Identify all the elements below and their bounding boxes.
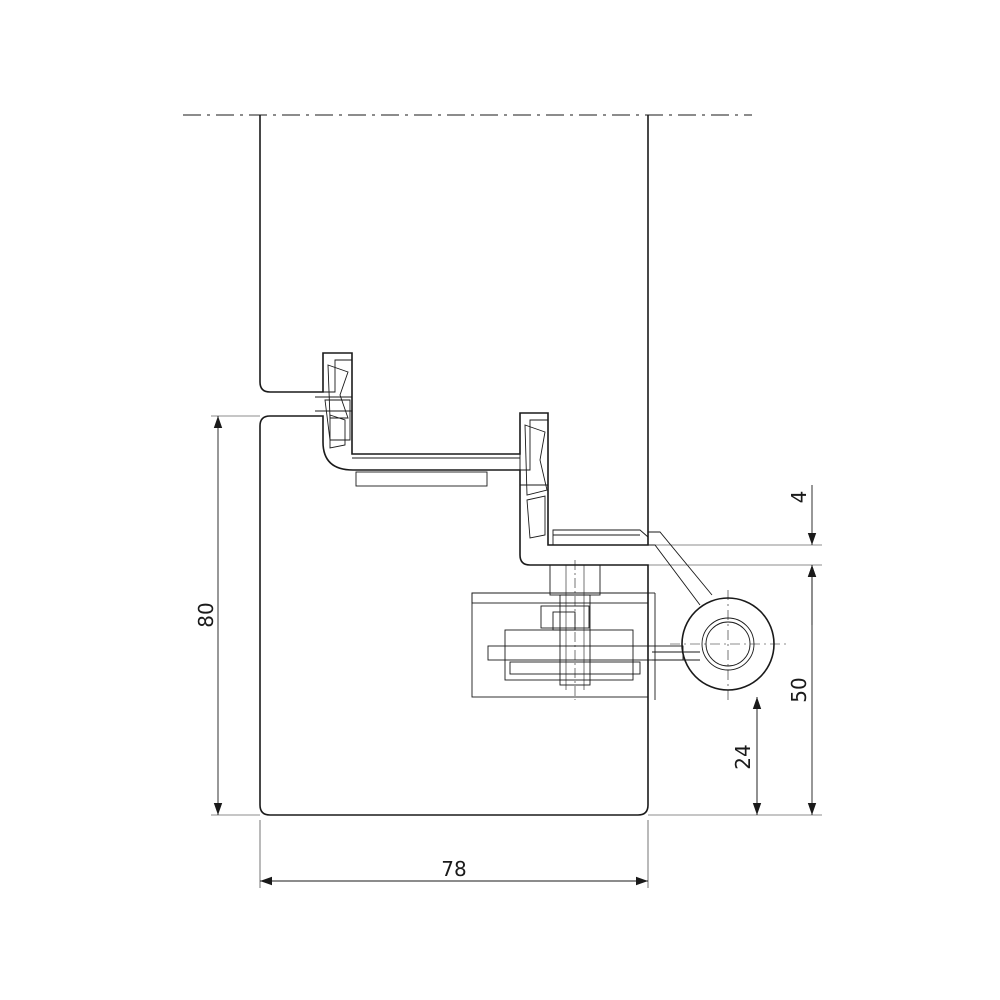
dimension-hinge-offset-label: 50 [787,677,811,702]
adjusting-screw [549,560,601,700]
dimension-height [211,415,260,816]
hinge-body [471,592,700,700]
frame-outline [259,115,649,546]
hinge-frame-leaf [552,529,713,606]
dimension-gap-label: 4 [787,491,811,504]
hinge-knuckle [670,590,790,700]
dimension-gap [648,485,822,625]
door-leaf-outline [259,415,649,816]
gasket-right [519,413,548,539]
dimension-hinge-offset [648,565,822,816]
inner-plate [352,457,520,487]
dimension-width-label: 78 [441,857,466,881]
dimension-height-label: 80 [194,602,218,627]
gasket-left [315,353,352,449]
dimension-width [259,820,649,888]
dimension-pin-offset-label: 24 [731,744,755,769]
